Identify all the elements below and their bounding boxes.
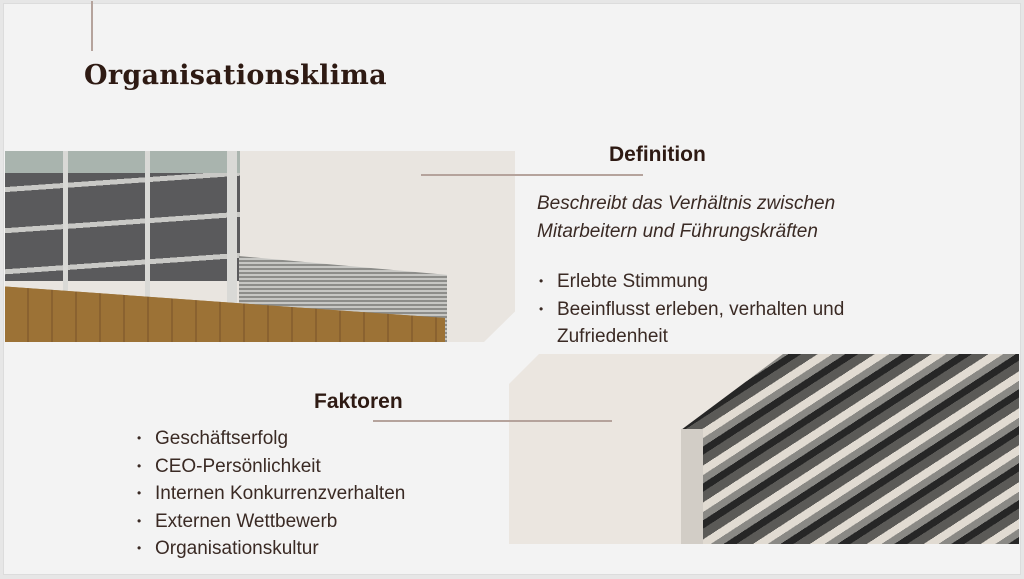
definition-bullets: Erlebte Stimmung Beeinflusst erleben, ve… (537, 268, 947, 351)
slide-title: Organisationsklima (84, 60, 387, 91)
definition-heading: Definition (609, 143, 706, 166)
list-item: Geschäftserfolg (135, 425, 405, 453)
building-photo-top (5, 151, 515, 342)
building-edge (681, 429, 703, 544)
balcony-facade (681, 354, 1019, 544)
window-facade (5, 151, 240, 342)
faktoren-accent-line (373, 420, 612, 422)
building-photo-bottom (509, 354, 1019, 544)
definition-accent-line (421, 174, 643, 176)
list-item: CEO-Persönlichkeit (135, 453, 405, 481)
list-item: Erlebte Stimmung (537, 268, 947, 296)
definition-text: Beschreibt das Verhältnis zwischen Mitar… (537, 190, 835, 246)
decorative-vertical-line (91, 1, 93, 51)
list-item: Externen Wettbewerb (135, 508, 405, 536)
faktoren-heading: Faktoren (314, 390, 403, 413)
definition-text-line: Beschreibt das Verhältnis zwischen (537, 193, 836, 214)
list-item: Internen Konkurrenzverhalten (135, 480, 405, 508)
slide: Organisationsklima Definition Beschreibt… (3, 1, 1021, 575)
list-item: Beeinflusst erleben, verhalten und Zufri… (537, 296, 947, 351)
faktoren-bullets: Geschäftserfolg CEO-Persönlichkeit Inter… (135, 425, 405, 563)
list-item: Organisationskultur (135, 535, 405, 563)
definition-text-line: Mitarbeitern und Führungskräften (537, 221, 818, 242)
